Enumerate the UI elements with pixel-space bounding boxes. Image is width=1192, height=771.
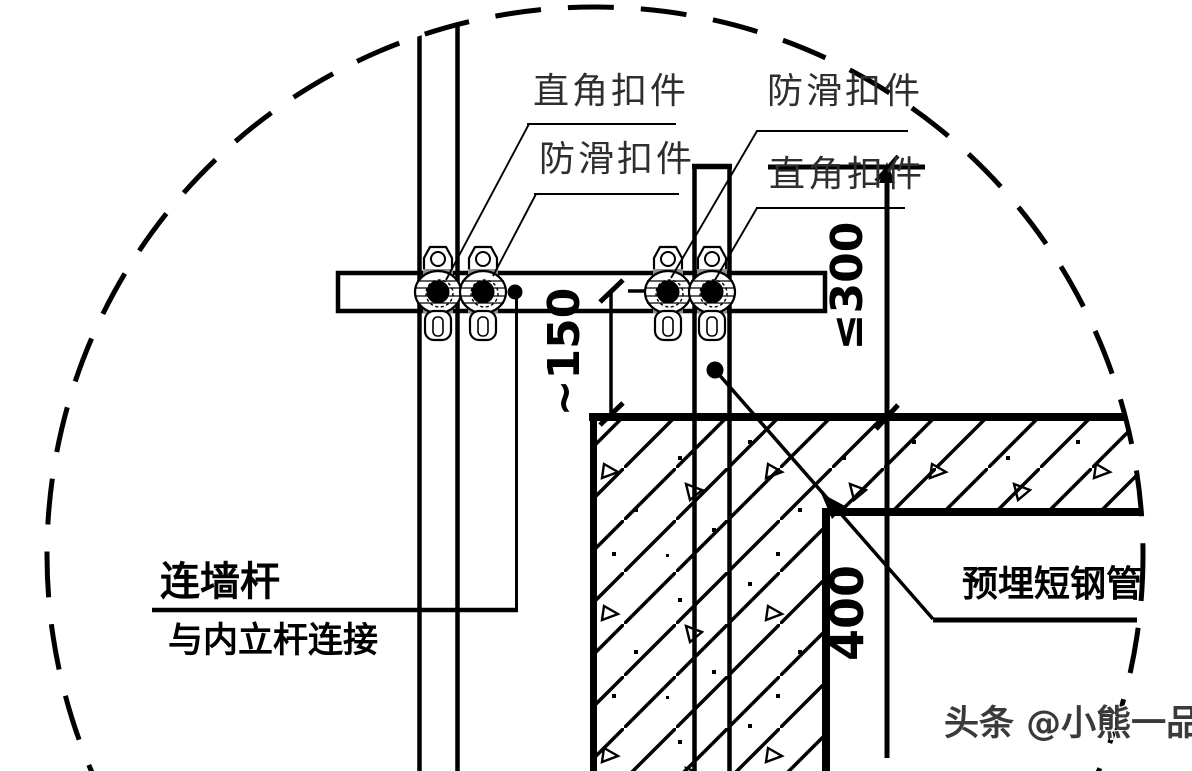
callout-leader-embedded-pipe xyxy=(706,361,1137,623)
watermark-text: 头条 @小熊一品 xyxy=(944,704,1192,744)
concrete-wall-section xyxy=(589,413,1143,771)
label-antislip-coupler-left: 防滑扣件 xyxy=(539,139,696,180)
label-antislip-coupler-right: 防滑扣件 xyxy=(767,71,924,112)
embedded-steel-pipe xyxy=(692,163,732,771)
dimension-line-right xyxy=(768,154,925,758)
coupler-antislip-left xyxy=(458,245,508,342)
callout-leader-wall-tie xyxy=(152,284,523,613)
callout-leaders-top xyxy=(445,123,908,281)
label-wall-tie-note: 与内立杆连接 xyxy=(168,621,379,661)
dimension-text-400: 400 xyxy=(820,564,874,662)
dimension-tick-surface xyxy=(874,403,900,431)
label-right-angle-coupler-right: 直角扣件 xyxy=(769,154,926,195)
dashed-detail-circle xyxy=(44,4,1146,771)
coupler-right-angle-left xyxy=(413,245,463,342)
inner-vertical-pole xyxy=(417,7,460,771)
label-embedded-pipe: 预埋短钢管 xyxy=(962,564,1143,605)
coupler-antislip-right xyxy=(643,245,693,342)
dimension-line-150 xyxy=(598,278,652,427)
dimension-arrow-top xyxy=(879,162,895,183)
dimension-text-300: ≤300 xyxy=(822,221,873,351)
label-wall-tie-rod: 连墙杆 xyxy=(160,559,280,605)
label-right-angle-coupler-left: 直角扣件 xyxy=(533,71,690,112)
dimension-text-150: ~150 xyxy=(539,287,590,417)
wall-tie-tube xyxy=(335,270,828,314)
